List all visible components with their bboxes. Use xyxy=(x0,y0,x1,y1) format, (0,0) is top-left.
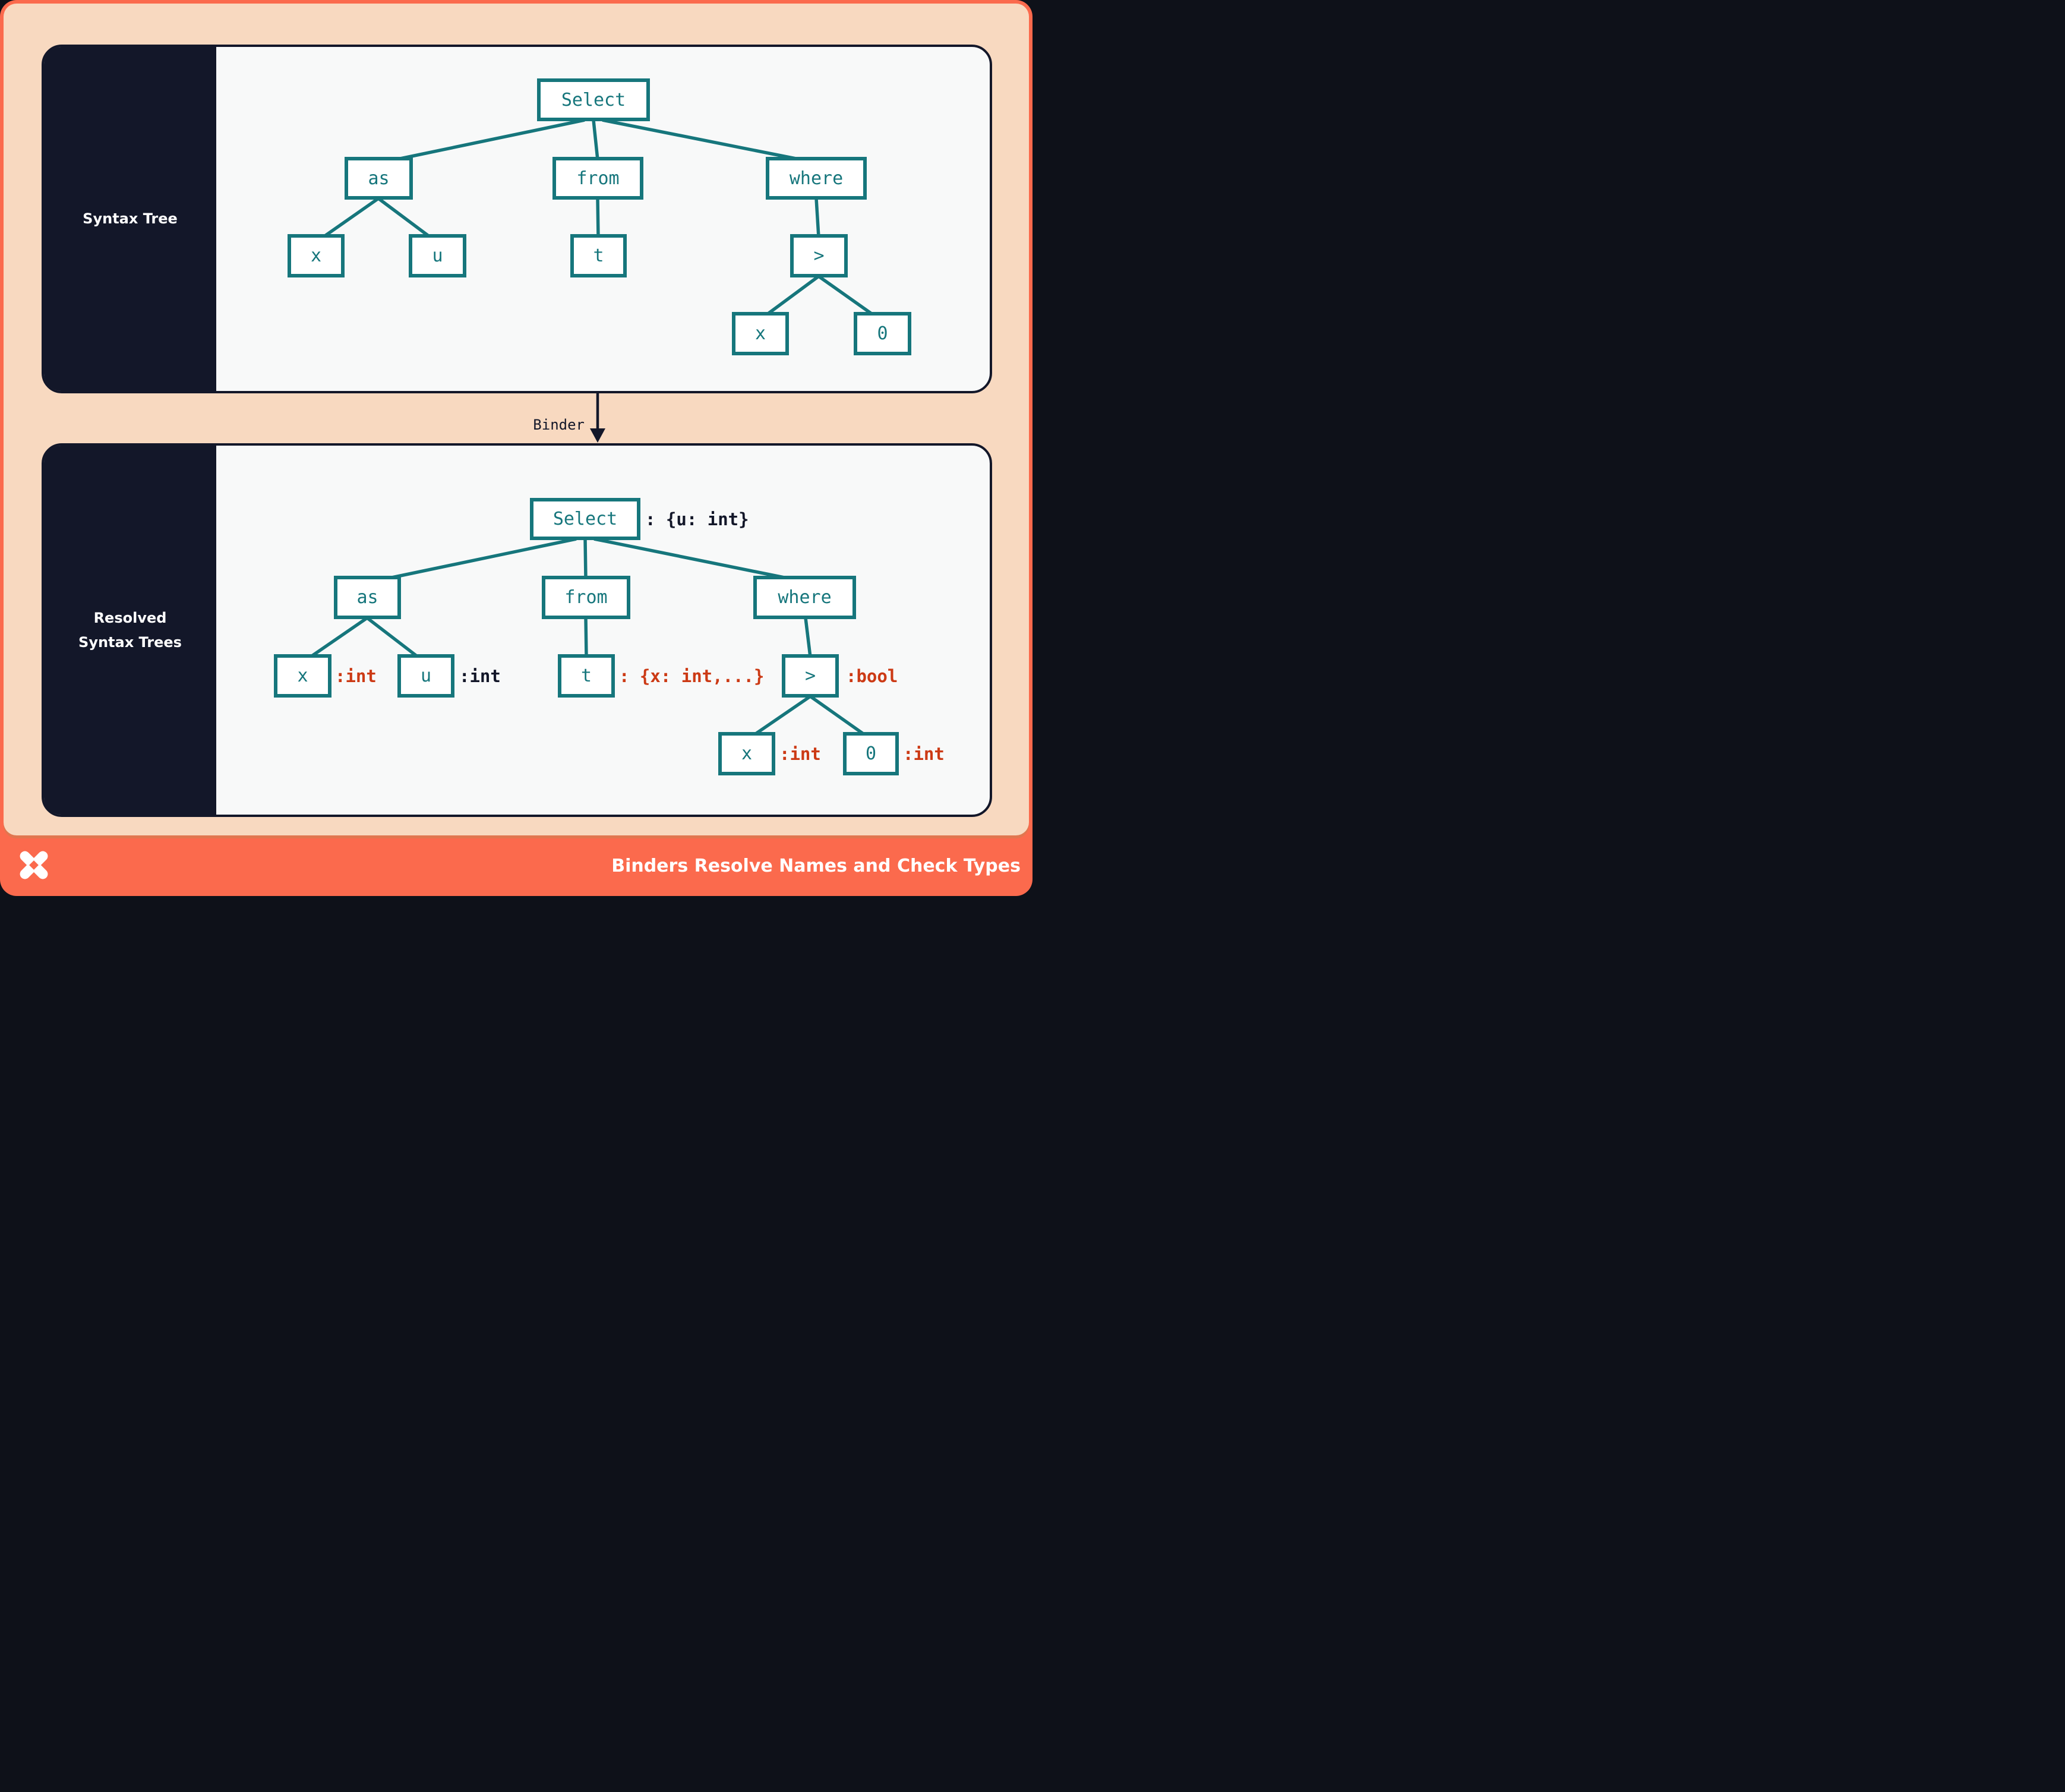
syntax-node-u: u xyxy=(409,234,466,277)
resolved-node-u: u xyxy=(397,654,454,698)
resolved-x-left-type: :int xyxy=(335,666,377,686)
resolved-tree-sidebar: Resolved Syntax Trees xyxy=(44,446,216,815)
syntax-node-zero: 0 xyxy=(854,312,911,355)
binder-arrow-icon xyxy=(590,393,605,443)
pinwheel-x-logo-icon xyxy=(20,851,48,879)
resolved-x-right-type: :int xyxy=(779,744,821,764)
resolved-node-x-left: x xyxy=(274,654,331,698)
syntax-node-from: from xyxy=(552,157,643,200)
resolved-u-type: :int xyxy=(459,666,501,686)
resolved-select-type: : {u: int} xyxy=(645,509,749,529)
syntax-node-t: t xyxy=(570,234,627,277)
syntax-tree-sidebar-label: Syntax Tree xyxy=(83,210,178,228)
resolved-node-where: where xyxy=(753,576,856,619)
syntax-node-x-left: x xyxy=(288,234,345,277)
syntax-tree-edges xyxy=(322,118,874,317)
resolved-tree-edges xyxy=(309,537,866,737)
footer-caption: Binders Resolve Names and Check Types xyxy=(611,856,1021,876)
resolved-node-from: from xyxy=(542,576,630,619)
syntax-tree-sidebar: Syntax Tree xyxy=(44,47,216,391)
resolved-node-x-right: x xyxy=(718,732,775,775)
resolved-sidebar-label-line2: Syntax Trees xyxy=(78,633,182,651)
orange-frame: Syntax Tree Select as from where x u t >… xyxy=(0,0,1032,896)
syntax-node-x-right: x xyxy=(732,312,789,355)
syntax-tree-panel: Syntax Tree Select as from where x u t >… xyxy=(42,45,992,393)
resolved-sidebar-label-line1: Resolved xyxy=(93,609,167,626)
syntax-node-gt: > xyxy=(790,234,848,277)
binder-label: Binder xyxy=(533,417,585,433)
resolved-zero-type: :int xyxy=(903,744,945,764)
diagram-canvas: Syntax Tree Select as from where x u t >… xyxy=(0,0,1032,896)
resolved-node-as: as xyxy=(334,576,401,619)
syntax-node-select: Select xyxy=(537,78,650,121)
resolved-node-select: Select xyxy=(530,498,640,540)
resolved-gt-type: :bool xyxy=(846,666,898,686)
resolved-node-zero: 0 xyxy=(843,732,899,775)
resolved-tree-panel: Resolved Syntax Trees Select : {u: int} … xyxy=(42,443,992,817)
resolved-t-type: : {x: int,...} xyxy=(619,666,765,686)
resolved-node-t: t xyxy=(558,654,615,698)
resolved-node-gt: > xyxy=(782,654,839,698)
syntax-node-where: where xyxy=(766,157,867,200)
syntax-node-as: as xyxy=(345,157,413,200)
